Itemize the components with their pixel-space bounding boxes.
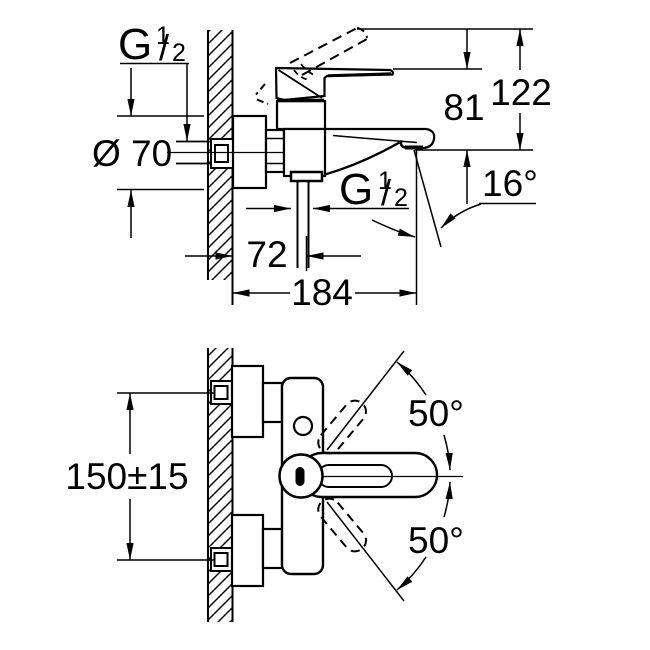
- cartridge-housing: [275, 99, 327, 131]
- swing-lower-label: 50°: [408, 520, 464, 561]
- handle-lever-side: [274, 66, 395, 103]
- wall-to-spout-tip-label: 184: [291, 272, 353, 313]
- inlet-thread-label: G: [118, 20, 152, 69]
- outlet-thread-numerator: 1: [378, 167, 392, 195]
- water-stream-line: [413, 149, 442, 248]
- inlet-thread-slash: /: [159, 27, 169, 68]
- outlet-thread-denominator: 2: [394, 184, 408, 212]
- pivot-slot: [295, 467, 305, 486]
- dim-escutcheon-diameter: Ø 70: [92, 68, 204, 238]
- handle-swung-down-dashed: [317, 497, 367, 553]
- total-height-label: 122: [490, 72, 552, 113]
- handle-swung-up-dashed: [317, 399, 367, 455]
- swing-upper-label: 50°: [408, 393, 464, 434]
- upper-escutcheon: [230, 364, 265, 439]
- dim-inlet-thread: G 1 / 2: [118, 20, 191, 141]
- body-block: [282, 127, 327, 178]
- inlet-thread-denominator: 2: [172, 39, 186, 67]
- outlet-thread-label: G: [339, 165, 373, 214]
- dim-outlet-thread: G 1 / 2: [246, 165, 409, 214]
- dim-handle-swing-lower-50: 50°: [326, 481, 464, 602]
- spout: [324, 127, 436, 176]
- inlet-thread-numerator: 1: [156, 22, 170, 50]
- handle-lever-front: [278, 451, 439, 499]
- side-view: G 1 / 2 Ø 70 122 81: [92, 20, 552, 313]
- dim-connection-spacing-150: 150±15: [65, 392, 214, 561]
- limiter-screw: [292, 415, 314, 437]
- outlet-thread-slash: /: [381, 172, 391, 213]
- dim-handle-swing-upper-50: 50°: [326, 350, 464, 471]
- spout-angle-label: 16°: [482, 163, 538, 204]
- escutcheon-diameter-label: Ø 70: [92, 133, 172, 174]
- dim-wall-to-spout-tip-184: 184: [232, 272, 417, 313]
- wall-union: [210, 138, 234, 169]
- upper-connection: [210, 364, 284, 439]
- spout-height-label: 81: [443, 87, 484, 128]
- lower-escutcheon: [230, 513, 265, 588]
- outlet-collar: [289, 170, 324, 183]
- connection-spacing-label: 150±15: [65, 456, 188, 497]
- wall-to-outlet-label: 72: [246, 234, 287, 275]
- supply-pipe-stub: [176, 140, 210, 165]
- union-nut: [264, 128, 286, 174]
- front-view: 150±15 50° 50°: [65, 348, 464, 622]
- lower-connection: [210, 513, 284, 588]
- dim-total-height-122: 122: [490, 29, 552, 150]
- dim-wall-to-outlet-72: 72: [185, 234, 361, 275]
- handle-raised-dashed: [255, 27, 368, 105]
- dim-spout-height-81: 81: [443, 29, 485, 204]
- dim-spout-angle-16: 16°: [371, 149, 538, 248]
